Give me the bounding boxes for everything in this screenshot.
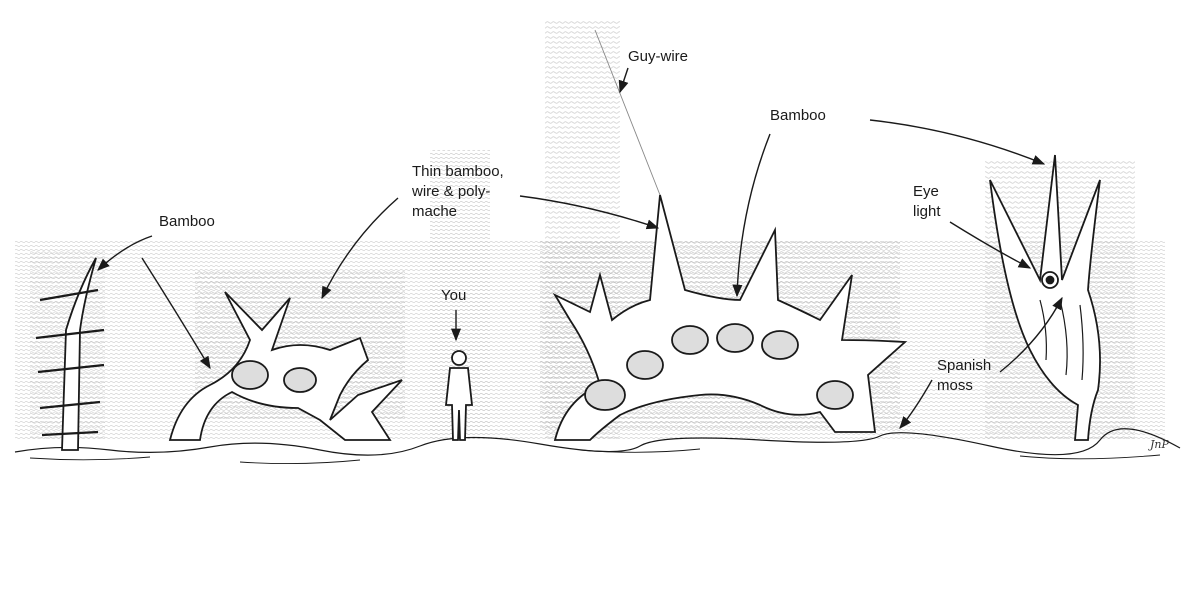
annotation-arrows	[97, 67, 1063, 429]
label-thin-bamboo-wire-polymache: Thin bamboo, wire & poly- mache	[412, 163, 504, 220]
ground	[14, 428, 1181, 465]
arrow-moss-to-center	[899, 379, 933, 429]
arrow-bamboo-center	[732, 133, 771, 298]
label-bamboo-left: Bamboo	[159, 213, 215, 230]
label-you: You	[441, 287, 467, 304]
guy-wire-line	[594, 29, 661, 196]
arrow-thin-bamboo-to-left-creature	[321, 197, 399, 300]
arrow-moss-to-right	[999, 296, 1063, 373]
left-creature	[168, 291, 403, 441]
label-eye-light: Eye light	[913, 183, 941, 220]
label-bamboo-center: Bamboo	[770, 107, 826, 124]
arrow-bamboo-left-to-creature	[141, 257, 211, 370]
arrow-bamboo-to-right	[869, 119, 1046, 165]
arrow-thin-bamboo-to-center	[519, 195, 660, 230]
left-bamboo-pole	[35, 257, 105, 451]
arrow-eye-light	[949, 221, 1032, 269]
arrow-bamboo-left-to-pole	[97, 235, 153, 271]
label-spanish-moss: Spanish moss	[937, 357, 992, 394]
arrow-guy-wire	[618, 67, 629, 94]
center-arch-creature	[552, 194, 908, 441]
label-guy-wire: Guy-wire	[628, 48, 689, 65]
artist-signature: JnP	[1150, 438, 1169, 451]
person-figure	[444, 350, 474, 441]
